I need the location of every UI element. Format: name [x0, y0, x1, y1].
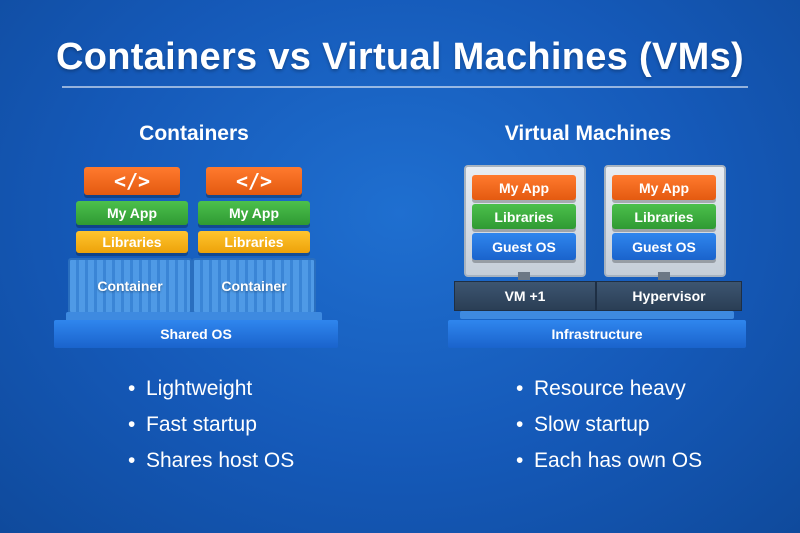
vm-layer-label: VM +1 [504, 288, 546, 304]
vm-bullet-3: • Each has own OS [516, 449, 702, 473]
container-app-2: My App [198, 201, 310, 225]
title-divider [62, 86, 748, 88]
vm-guest-os-2: Guest OS [612, 233, 716, 260]
vm-layer-bar: VM +1 [454, 281, 596, 311]
bullet-text: Slow startup [534, 413, 650, 436]
bullet-icon: • [128, 377, 136, 400]
infrastructure-bar: Infrastructure [448, 320, 746, 348]
container-libraries-1: Libraries [76, 231, 188, 253]
vm-base-ledge [460, 311, 734, 319]
page-title: Containers vs Virtual Machines (VMs) [56, 36, 744, 78]
container-base-ledge [66, 312, 322, 320]
containers-heading: Containers [139, 122, 249, 145]
bullet-text: Shares host OS [146, 449, 295, 472]
bullet-text: Lightweight [146, 377, 253, 400]
container-label-1: Container [97, 278, 163, 294]
hypervisor-label: Hypervisor [632, 288, 706, 304]
container-libraries-2: Libraries [198, 231, 310, 253]
bullet-icon: • [128, 413, 136, 436]
vm-guest-os-1: Guest OS [472, 233, 576, 260]
vm-bullet-2: • Slow startup [516, 413, 650, 437]
container-box-1: Container [68, 258, 192, 314]
container-bullet-1: • Lightweight [128, 377, 252, 401]
vm-libraries-2: Libraries [612, 204, 716, 229]
vm-app-1: My App [472, 175, 576, 200]
bullet-icon: • [516, 449, 524, 472]
container-label-2: Container [221, 278, 287, 294]
container-box-2: Container [192, 258, 316, 314]
vm-stand-1 [518, 272, 530, 280]
code-icon: </> [206, 167, 302, 195]
vm-bullet-1: • Resource heavy [516, 377, 686, 401]
bullet-text: Fast startup [146, 413, 257, 436]
code-icon: </> [84, 167, 180, 195]
vms-heading: Virtual Machines [504, 122, 672, 145]
hypervisor-bar: Hypervisor [596, 281, 742, 311]
shared-os-label: Shared OS [160, 326, 232, 342]
bullet-icon: • [516, 377, 524, 400]
bullet-icon: • [516, 413, 524, 436]
bullet-text: Each has own OS [534, 449, 703, 472]
bullet-icon: • [128, 449, 136, 472]
bullet-text: Resource heavy [534, 377, 686, 400]
vm-stand-2 [658, 272, 670, 280]
container-app-1: My App [76, 201, 188, 225]
infrastructure-label: Infrastructure [551, 326, 643, 342]
container-bullet-2: • Fast startup [128, 413, 257, 437]
vm-app-2: My App [612, 175, 716, 200]
vm-libraries-1: Libraries [472, 204, 576, 229]
container-bullet-3: • Shares host OS [128, 449, 294, 473]
shared-os-bar: Shared OS [54, 320, 338, 348]
